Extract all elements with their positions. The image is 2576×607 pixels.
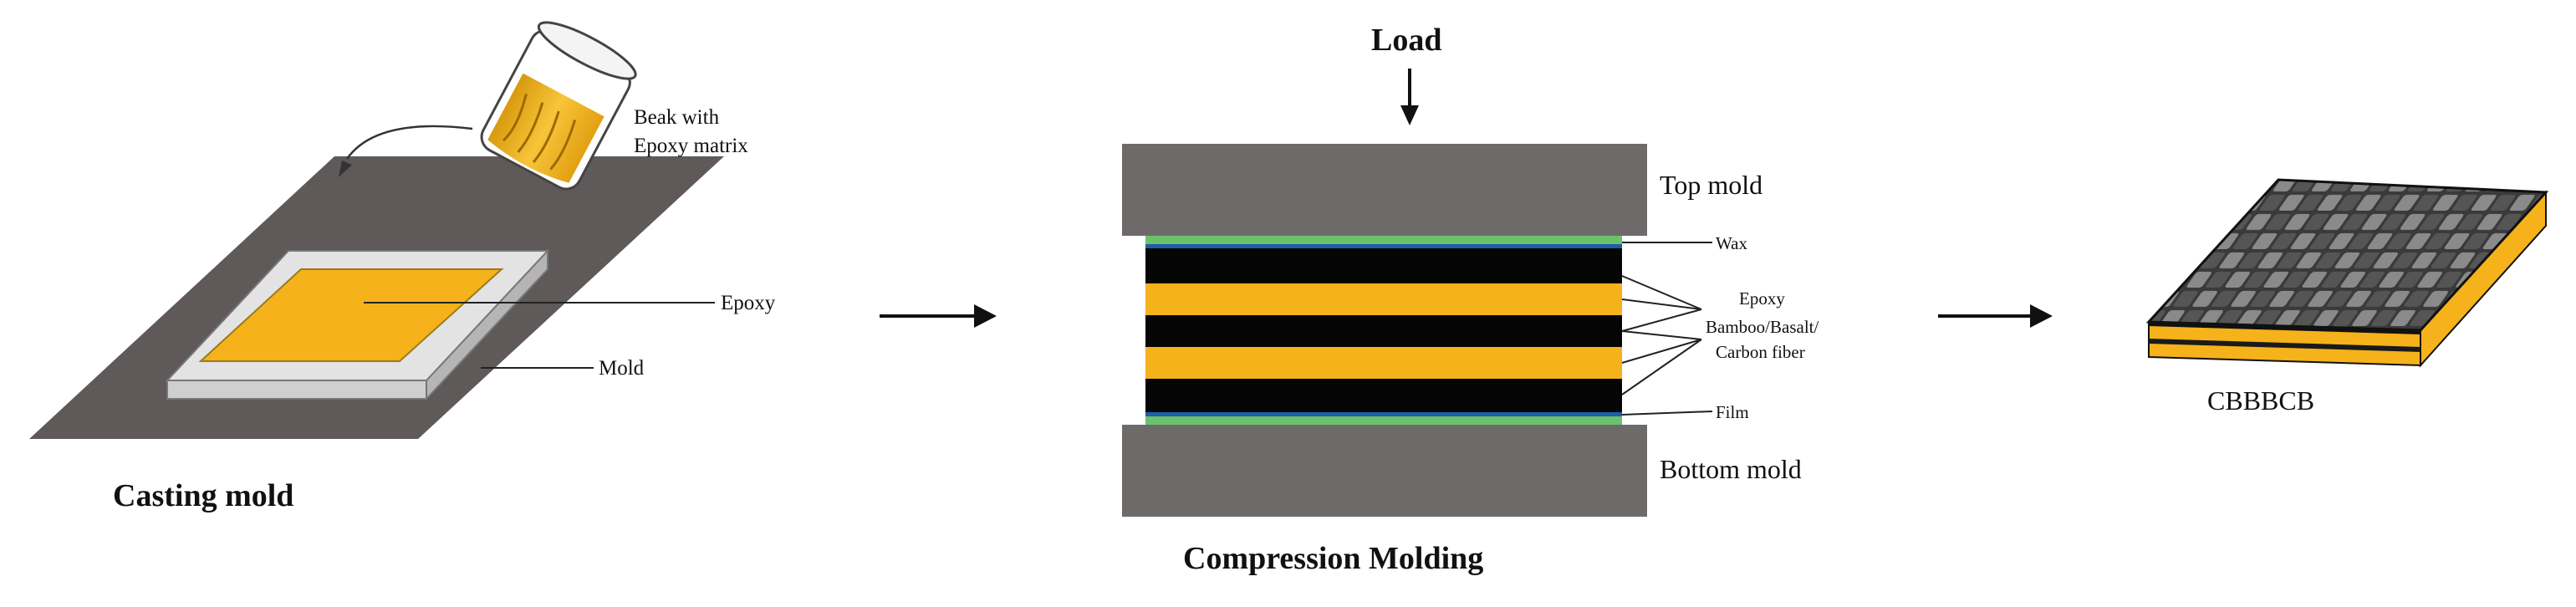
epoxy-in-mold xyxy=(198,268,504,362)
film-layer-top xyxy=(1145,244,1622,248)
film-label: Film xyxy=(1716,402,1749,422)
casting-mold-title: Casting mold xyxy=(113,478,293,513)
laminate-stack xyxy=(1145,236,1622,425)
laminate-front-fiber-band xyxy=(2149,339,2420,352)
top-mold xyxy=(1122,144,1647,236)
wax-layer-top xyxy=(1145,236,1622,244)
fiber-label-line1: Bamboo/Basalt/ xyxy=(1706,317,1819,337)
epoxy-layer-1 xyxy=(1145,283,1622,315)
bottom-mold xyxy=(1122,425,1647,517)
load-label: Load xyxy=(1371,23,1441,58)
beaker-label-line2: Epoxy matrix xyxy=(634,135,748,157)
curved-arrow-head xyxy=(339,161,352,177)
mold-frame-front-face xyxy=(166,380,427,400)
fiber-layer-3 xyxy=(1145,379,1622,412)
arrow-down-icon xyxy=(1400,69,1419,125)
cbbbcb-label: CBBBCB xyxy=(2207,385,2314,416)
wax-layer-bottom xyxy=(1145,416,1622,425)
mold-label: Mold xyxy=(599,357,645,380)
film-layer-bottom xyxy=(1145,412,1622,416)
product-panel: CBBBCB xyxy=(2145,178,2549,416)
bottom-mold-label: Bottom mold xyxy=(1660,454,1802,484)
epoxy-layer-label: Epoxy xyxy=(1739,288,1785,309)
fiber-layer-1 xyxy=(1145,248,1622,283)
epoxy-layer-2 xyxy=(1145,347,1622,379)
arrow-right-icon xyxy=(1938,304,2053,328)
beaker-icon xyxy=(480,21,637,191)
wax-label: Wax xyxy=(1716,233,1747,253)
top-mold-label: Top mold xyxy=(1660,170,1762,200)
casting-panel: Epoxy Mold Beak with Epoxy matrix Castin… xyxy=(29,21,776,513)
compression-panel: Load Top mold Bottom mold xyxy=(1122,23,1819,576)
beaker-label-line1: Beak with xyxy=(634,106,720,129)
arrow-right-icon xyxy=(880,304,997,328)
fiber-label-line2: Carbon fiber xyxy=(1716,342,1805,362)
carbon-weave-surface xyxy=(2145,178,2549,332)
fiber-layer-2 xyxy=(1145,315,1622,347)
epoxy-label: Epoxy xyxy=(721,292,776,314)
layer-leader-lines xyxy=(1621,242,1713,416)
curved-arrow-icon xyxy=(345,125,473,160)
compression-molding-title: Compression Molding xyxy=(1183,541,1483,576)
